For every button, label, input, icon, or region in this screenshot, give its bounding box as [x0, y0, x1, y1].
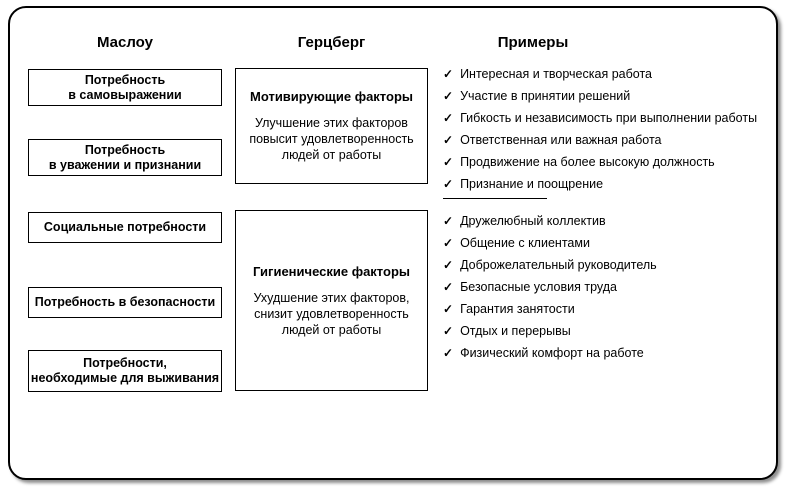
list-item-label: Продвижение на более высокую должность — [460, 155, 715, 169]
check-icon: ✓ — [443, 111, 454, 125]
list-item: ✓ Признание и поощрение — [443, 173, 757, 195]
check-icon: ✓ — [443, 89, 454, 103]
list-item-label: Ответственная или важная работа — [460, 133, 662, 147]
list-item-label: Физический комфорт на работе — [460, 346, 644, 360]
check-icon: ✓ — [443, 155, 454, 169]
maslow-box-respect-recognition: Потребность в уважении и признании — [28, 139, 222, 176]
herzberg-box-hygiene: Гигиенические факторы Ухудшение этих фак… — [235, 210, 428, 391]
column-header-maslow: Маслоу — [96, 34, 153, 51]
list-item: ✓ Участие в принятии решений — [443, 85, 757, 107]
check-icon: ✓ — [443, 177, 454, 191]
list-item-label: Гибкость и независимость при выполнении … — [460, 111, 758, 125]
list-item: ✓ Физический комфорт на работе — [443, 342, 657, 364]
list-item: ✓ Интересная и творческая работа — [443, 63, 757, 85]
list-item-label: Безопасные условия труда — [460, 280, 617, 294]
check-icon: ✓ — [443, 302, 454, 316]
check-icon: ✓ — [443, 67, 454, 81]
check-icon: ✓ — [443, 324, 454, 338]
check-icon: ✓ — [443, 133, 454, 147]
list-item-label: Отдых и перерывы — [460, 324, 571, 338]
list-item: ✓ Продвижение на более высокую должность — [443, 151, 757, 173]
list-item: ✓ Общение с клиентами — [443, 232, 657, 254]
maslow-box-safety: Потребность в безопасности — [28, 287, 222, 318]
list-item-label: Общение с клиентами — [460, 236, 590, 250]
list-item-label: Доброжелательный руководитель — [460, 258, 657, 272]
check-icon: ✓ — [443, 214, 454, 228]
herzberg-hygiene-description: Ухудшение этих факторов, снизит удовлетв… — [253, 290, 410, 337]
column-header-examples: Примеры — [497, 34, 569, 51]
maslow-box-survival: Потребности, необходимые для выживания — [28, 350, 222, 392]
herzberg-box-motivating: Мотивирующие факторы Улучшение этих факт… — [235, 68, 428, 184]
list-item-label: Гарантия занятости — [460, 302, 575, 316]
list-item: ✓ Безопасные условия труда — [443, 276, 657, 298]
list-item: ✓ Отдых и перерывы — [443, 320, 657, 342]
examples-divider — [443, 198, 547, 199]
list-item-label: Интересная и творческая работа — [460, 67, 652, 81]
herzberg-motivating-title: Мотивирующие факторы — [250, 89, 413, 104]
list-item: ✓ Гибкость и независимость при выполнени… — [443, 107, 757, 129]
check-icon: ✓ — [443, 258, 454, 272]
list-item: ✓ Гарантия занятости — [443, 298, 657, 320]
maslow-box-social-needs: Социальные потребности — [28, 212, 222, 243]
examples-list-motivating: ✓ Интересная и творческая работа ✓ Участ… — [443, 63, 757, 195]
list-item: ✓ Дружелюбный коллектив — [443, 210, 657, 232]
list-item-label: Участие в принятии решений — [460, 89, 631, 103]
list-item-label: Дружелюбный коллектив — [460, 214, 606, 228]
check-icon: ✓ — [443, 236, 454, 250]
check-icon: ✓ — [443, 280, 454, 294]
list-item: ✓ Доброжелательный руководитель — [443, 254, 657, 276]
column-header-herzberg: Герцберг — [297, 34, 366, 51]
herzberg-hygiene-title: Гигиенические факторы — [253, 263, 410, 279]
maslow-box-self-expression: Потребность в самовыражении — [28, 69, 222, 106]
herzberg-motivating-description: Улучшение этих факторов повысит удовлетв… — [249, 116, 414, 162]
examples-list-hygiene: ✓ Дружелюбный коллектив ✓ Общение с клие… — [443, 210, 657, 364]
list-item: ✓ Ответственная или важная работа — [443, 129, 757, 151]
check-icon: ✓ — [443, 346, 454, 360]
list-item-label: Признание и поощрение — [460, 177, 604, 191]
